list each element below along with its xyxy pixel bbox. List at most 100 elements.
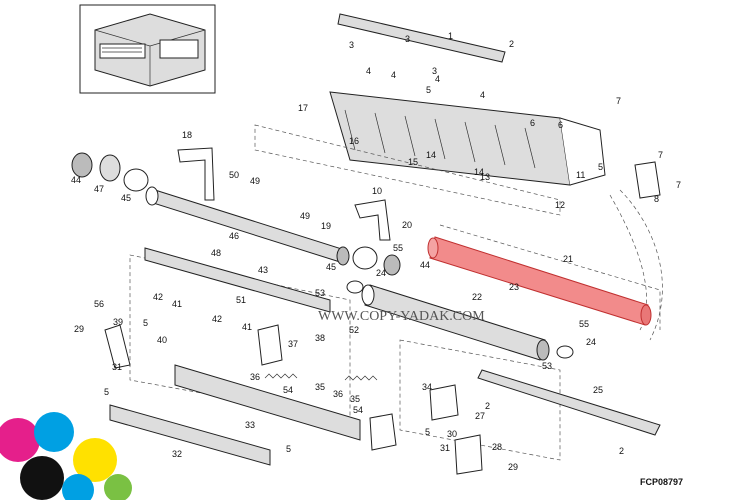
callout-38: 38 <box>315 333 325 343</box>
spring-36-right <box>344 375 378 381</box>
callout-4: 4 <box>366 66 371 76</box>
callout-19: 19 <box>321 221 331 231</box>
callout-53: 53 <box>542 361 552 371</box>
gear-45-right <box>352 246 378 270</box>
upper-duct-assembly <box>329 13 606 186</box>
callout-45: 45 <box>121 193 131 203</box>
callout-42: 42 <box>212 314 222 324</box>
callout-5: 5 <box>286 444 291 454</box>
callout-3: 3 <box>432 66 437 76</box>
callout-17: 17 <box>298 103 308 113</box>
callout-30: 30 <box>447 429 457 439</box>
callout-44: 44 <box>420 260 430 270</box>
bracket-27 <box>429 384 459 421</box>
callout-34: 34 <box>422 382 432 392</box>
brand-logo-circles <box>0 412 132 500</box>
callout-41: 41 <box>172 299 182 309</box>
guide-25 <box>477 369 661 436</box>
callout-36: 36 <box>333 389 343 399</box>
callout-1: 1 <box>448 31 453 41</box>
callout-33: 33 <box>245 420 255 430</box>
callout-4: 4 <box>480 90 485 100</box>
callout-5: 5 <box>104 387 109 397</box>
callout-7: 7 <box>616 96 621 106</box>
callout-32: 32 <box>172 449 182 459</box>
callout-52: 52 <box>349 325 359 335</box>
frame-33 <box>174 364 361 441</box>
callout-31: 31 <box>112 362 122 372</box>
callout-56: 56 <box>94 299 104 309</box>
callout-18: 18 <box>182 130 192 140</box>
bracket-20 <box>354 199 391 241</box>
callout-12: 12 <box>555 200 565 210</box>
callout-31: 31 <box>440 443 450 453</box>
callout-7: 7 <box>658 150 663 160</box>
callout-43: 43 <box>258 265 268 275</box>
callout-45: 45 <box>326 262 336 272</box>
printer-thumbnail-inset <box>79 4 216 94</box>
rail-43 <box>144 247 331 313</box>
callout-42: 42 <box>153 292 163 302</box>
callout-54: 54 <box>353 405 363 415</box>
roller-46 <box>145 186 350 266</box>
callout-46: 46 <box>229 231 239 241</box>
callout-11: 11 <box>576 170 585 180</box>
callout-15: 15 <box>408 157 418 167</box>
callout-20: 20 <box>402 220 412 230</box>
bracket-37 <box>257 324 283 366</box>
callout-51: 51 <box>236 295 246 305</box>
callout-22: 22 <box>472 292 482 302</box>
spring-36-left <box>264 373 298 379</box>
callout-5: 5 <box>143 318 148 328</box>
callout-3: 3 <box>349 40 354 50</box>
callout-36: 36 <box>250 372 260 382</box>
callout-14: 14 <box>426 150 436 160</box>
callout-29: 29 <box>508 462 518 472</box>
callout-50: 50 <box>229 170 239 180</box>
callout-10: 10 <box>372 186 382 196</box>
callout-47: 47 <box>94 184 104 194</box>
callout-39: 39 <box>113 317 123 327</box>
callout-6: 6 <box>558 120 563 130</box>
callout-55: 55 <box>579 319 589 329</box>
callout-41: 41 <box>242 322 252 332</box>
callout-2: 2 <box>619 446 624 456</box>
callout-49: 49 <box>300 211 310 221</box>
callout-35: 35 <box>350 394 360 404</box>
watermark-text: WWW.COPY-YADAK.COM <box>318 309 485 324</box>
washer-24 <box>346 280 364 294</box>
callout-24: 24 <box>586 337 596 347</box>
callout-54: 54 <box>283 385 293 395</box>
callout-53: 53 <box>315 288 325 298</box>
callout-28: 28 <box>492 442 502 452</box>
callout-24: 24 <box>376 268 386 278</box>
callout-23: 23 <box>509 282 519 292</box>
callout-29: 29 <box>74 324 84 334</box>
heat-roller-21-highlighted <box>427 236 652 326</box>
callout-40: 40 <box>157 335 167 345</box>
callout-16: 16 <box>349 136 359 146</box>
callout-4: 4 <box>435 74 440 84</box>
callout-35: 35 <box>315 382 325 392</box>
callout-4: 4 <box>391 70 396 80</box>
callout-13: 13 <box>480 172 490 182</box>
callout-27: 27 <box>475 411 485 421</box>
callout-5: 5 <box>598 162 603 172</box>
bracket-18 <box>177 147 215 201</box>
callout-48: 48 <box>211 248 221 258</box>
callout-44: 44 <box>71 175 81 185</box>
callout-2: 2 <box>485 401 490 411</box>
callout-55: 55 <box>393 243 403 253</box>
bracket-39 <box>104 324 131 369</box>
callout-14: 14 <box>474 167 484 177</box>
gear-44-right <box>383 254 401 276</box>
callout-5: 5 <box>425 427 430 437</box>
callout-49: 49 <box>250 176 260 186</box>
callout-3: 3 <box>405 34 410 44</box>
callout-7: 7 <box>676 180 681 190</box>
callout-6: 6 <box>530 118 535 128</box>
bracket-30 <box>369 413 397 451</box>
